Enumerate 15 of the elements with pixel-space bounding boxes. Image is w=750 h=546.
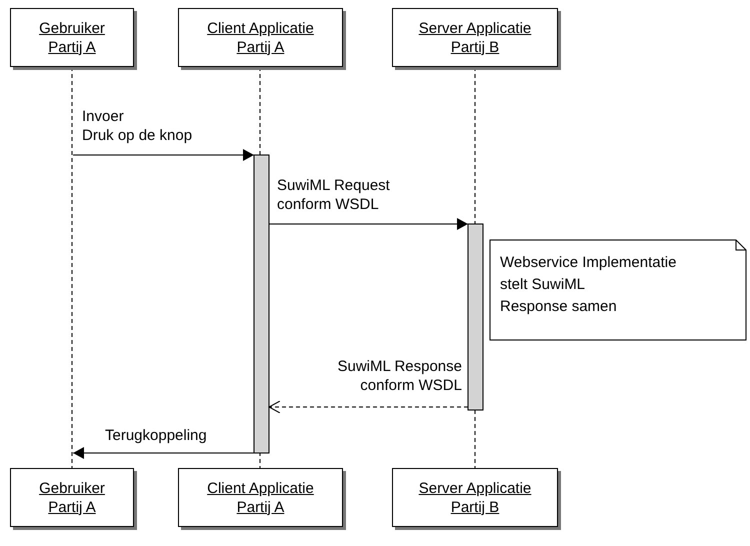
message-arrow — [72, 149, 254, 161]
message-arrow — [72, 447, 254, 459]
activation-bar — [468, 224, 484, 410]
participant-box: Client Applicatie Partij A — [178, 468, 343, 527]
message-arrow — [268, 400, 468, 414]
participant-box: Gebruiker Partij A — [10, 8, 134, 67]
participant-box: Gebruiker Partij A — [10, 468, 134, 527]
note-box — [490, 240, 746, 340]
edge-label: Terugkoppeling — [105, 426, 207, 445]
participant-box: Server Applicatie Partij B — [392, 468, 558, 527]
activation-bar — [254, 154, 270, 454]
note-text: Webservice Implementatie stelt SuwiML Response samen — [500, 253, 676, 317]
message-arrow — [268, 218, 468, 230]
participant-box: Client Applicatie Partij A — [178, 8, 343, 67]
participant-box: Server Applicatie Partij B — [392, 8, 558, 67]
